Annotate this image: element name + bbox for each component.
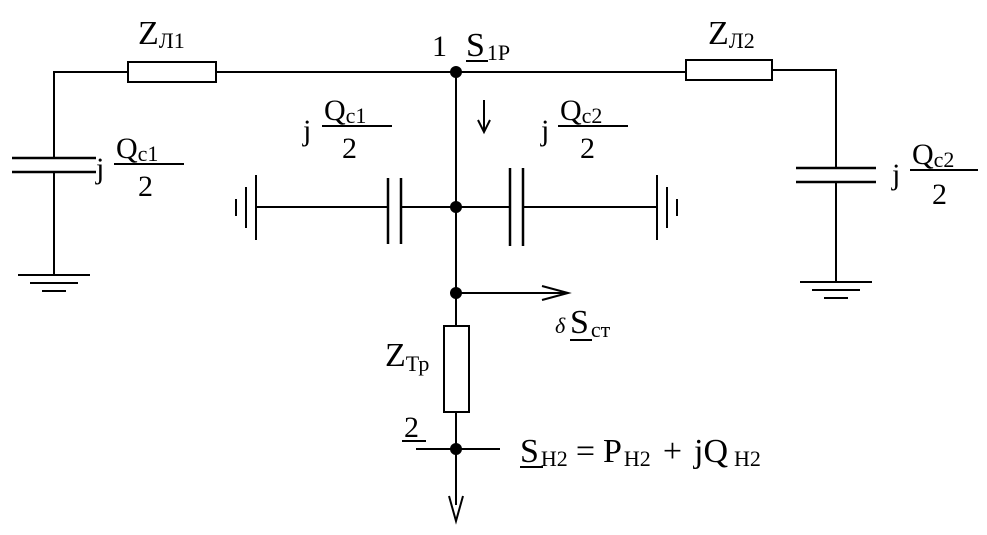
node-2-dot xyxy=(450,443,462,455)
svg-text:Sст: Sст xyxy=(570,304,611,342)
shunt-cap-1-label: j Qc1 2 xyxy=(302,94,392,165)
losses-node-dot xyxy=(450,287,462,299)
transformer-impedance xyxy=(443,325,470,413)
svg-text:j: j xyxy=(302,114,311,147)
svg-text:j: j xyxy=(95,152,104,185)
shunt-cap-2-label: j Qc2 2 xyxy=(540,94,628,165)
line-1-ground-symbol xyxy=(18,274,90,292)
line-1-wire-left xyxy=(53,71,456,275)
node-1-number: 1 xyxy=(432,30,447,63)
svg-text:Qc2: Qc2 xyxy=(560,94,602,128)
middle-node-dot xyxy=(450,201,462,213)
line-2-capacitance-label: j Qc2 2 xyxy=(891,138,978,211)
node-1-power-arrow xyxy=(477,100,491,135)
line-2-impedance xyxy=(685,59,773,81)
left-ground-symbol xyxy=(235,175,257,240)
svg-text:2: 2 xyxy=(932,178,947,211)
svg-text:S1Р: S1Р xyxy=(466,27,510,65)
line-2-wire xyxy=(456,69,837,282)
line-2-ground-symbol xyxy=(800,281,872,299)
svg-text:δ: δ xyxy=(555,313,566,338)
svg-text:j: j xyxy=(540,114,549,147)
svg-text:2: 2 xyxy=(342,132,357,165)
line-1-impedance-label: ZЛ1 xyxy=(138,15,185,53)
svg-text:2: 2 xyxy=(580,132,595,165)
transformer-impedance-label: ZТр xyxy=(385,337,429,376)
line-1-capacitance-label: j Qc1 2 xyxy=(95,132,184,203)
line-2-branch xyxy=(456,59,876,299)
line-2-impedance-label: ZЛ2 xyxy=(708,15,755,53)
losses-label: δ Sст xyxy=(555,304,611,342)
node-2-number: 2 xyxy=(404,411,419,444)
line-1-impedance xyxy=(127,61,217,83)
svg-text:Qc2: Qc2 xyxy=(912,138,954,172)
node-1-dot xyxy=(450,66,462,78)
svg-text:Qc1: Qc1 xyxy=(116,132,158,166)
svg-text:j: j xyxy=(891,158,900,191)
shunt-capacitors-row xyxy=(235,168,678,246)
right-ground-symbol xyxy=(656,175,678,240)
svg-text:2: 2 xyxy=(138,170,153,203)
node-1-power-label: S1Р xyxy=(466,27,510,65)
load-arrow-head xyxy=(448,495,464,525)
svg-text:Qc1: Qc1 xyxy=(324,94,366,128)
line-1-branch xyxy=(12,61,456,292)
losses-arrow xyxy=(456,285,572,301)
